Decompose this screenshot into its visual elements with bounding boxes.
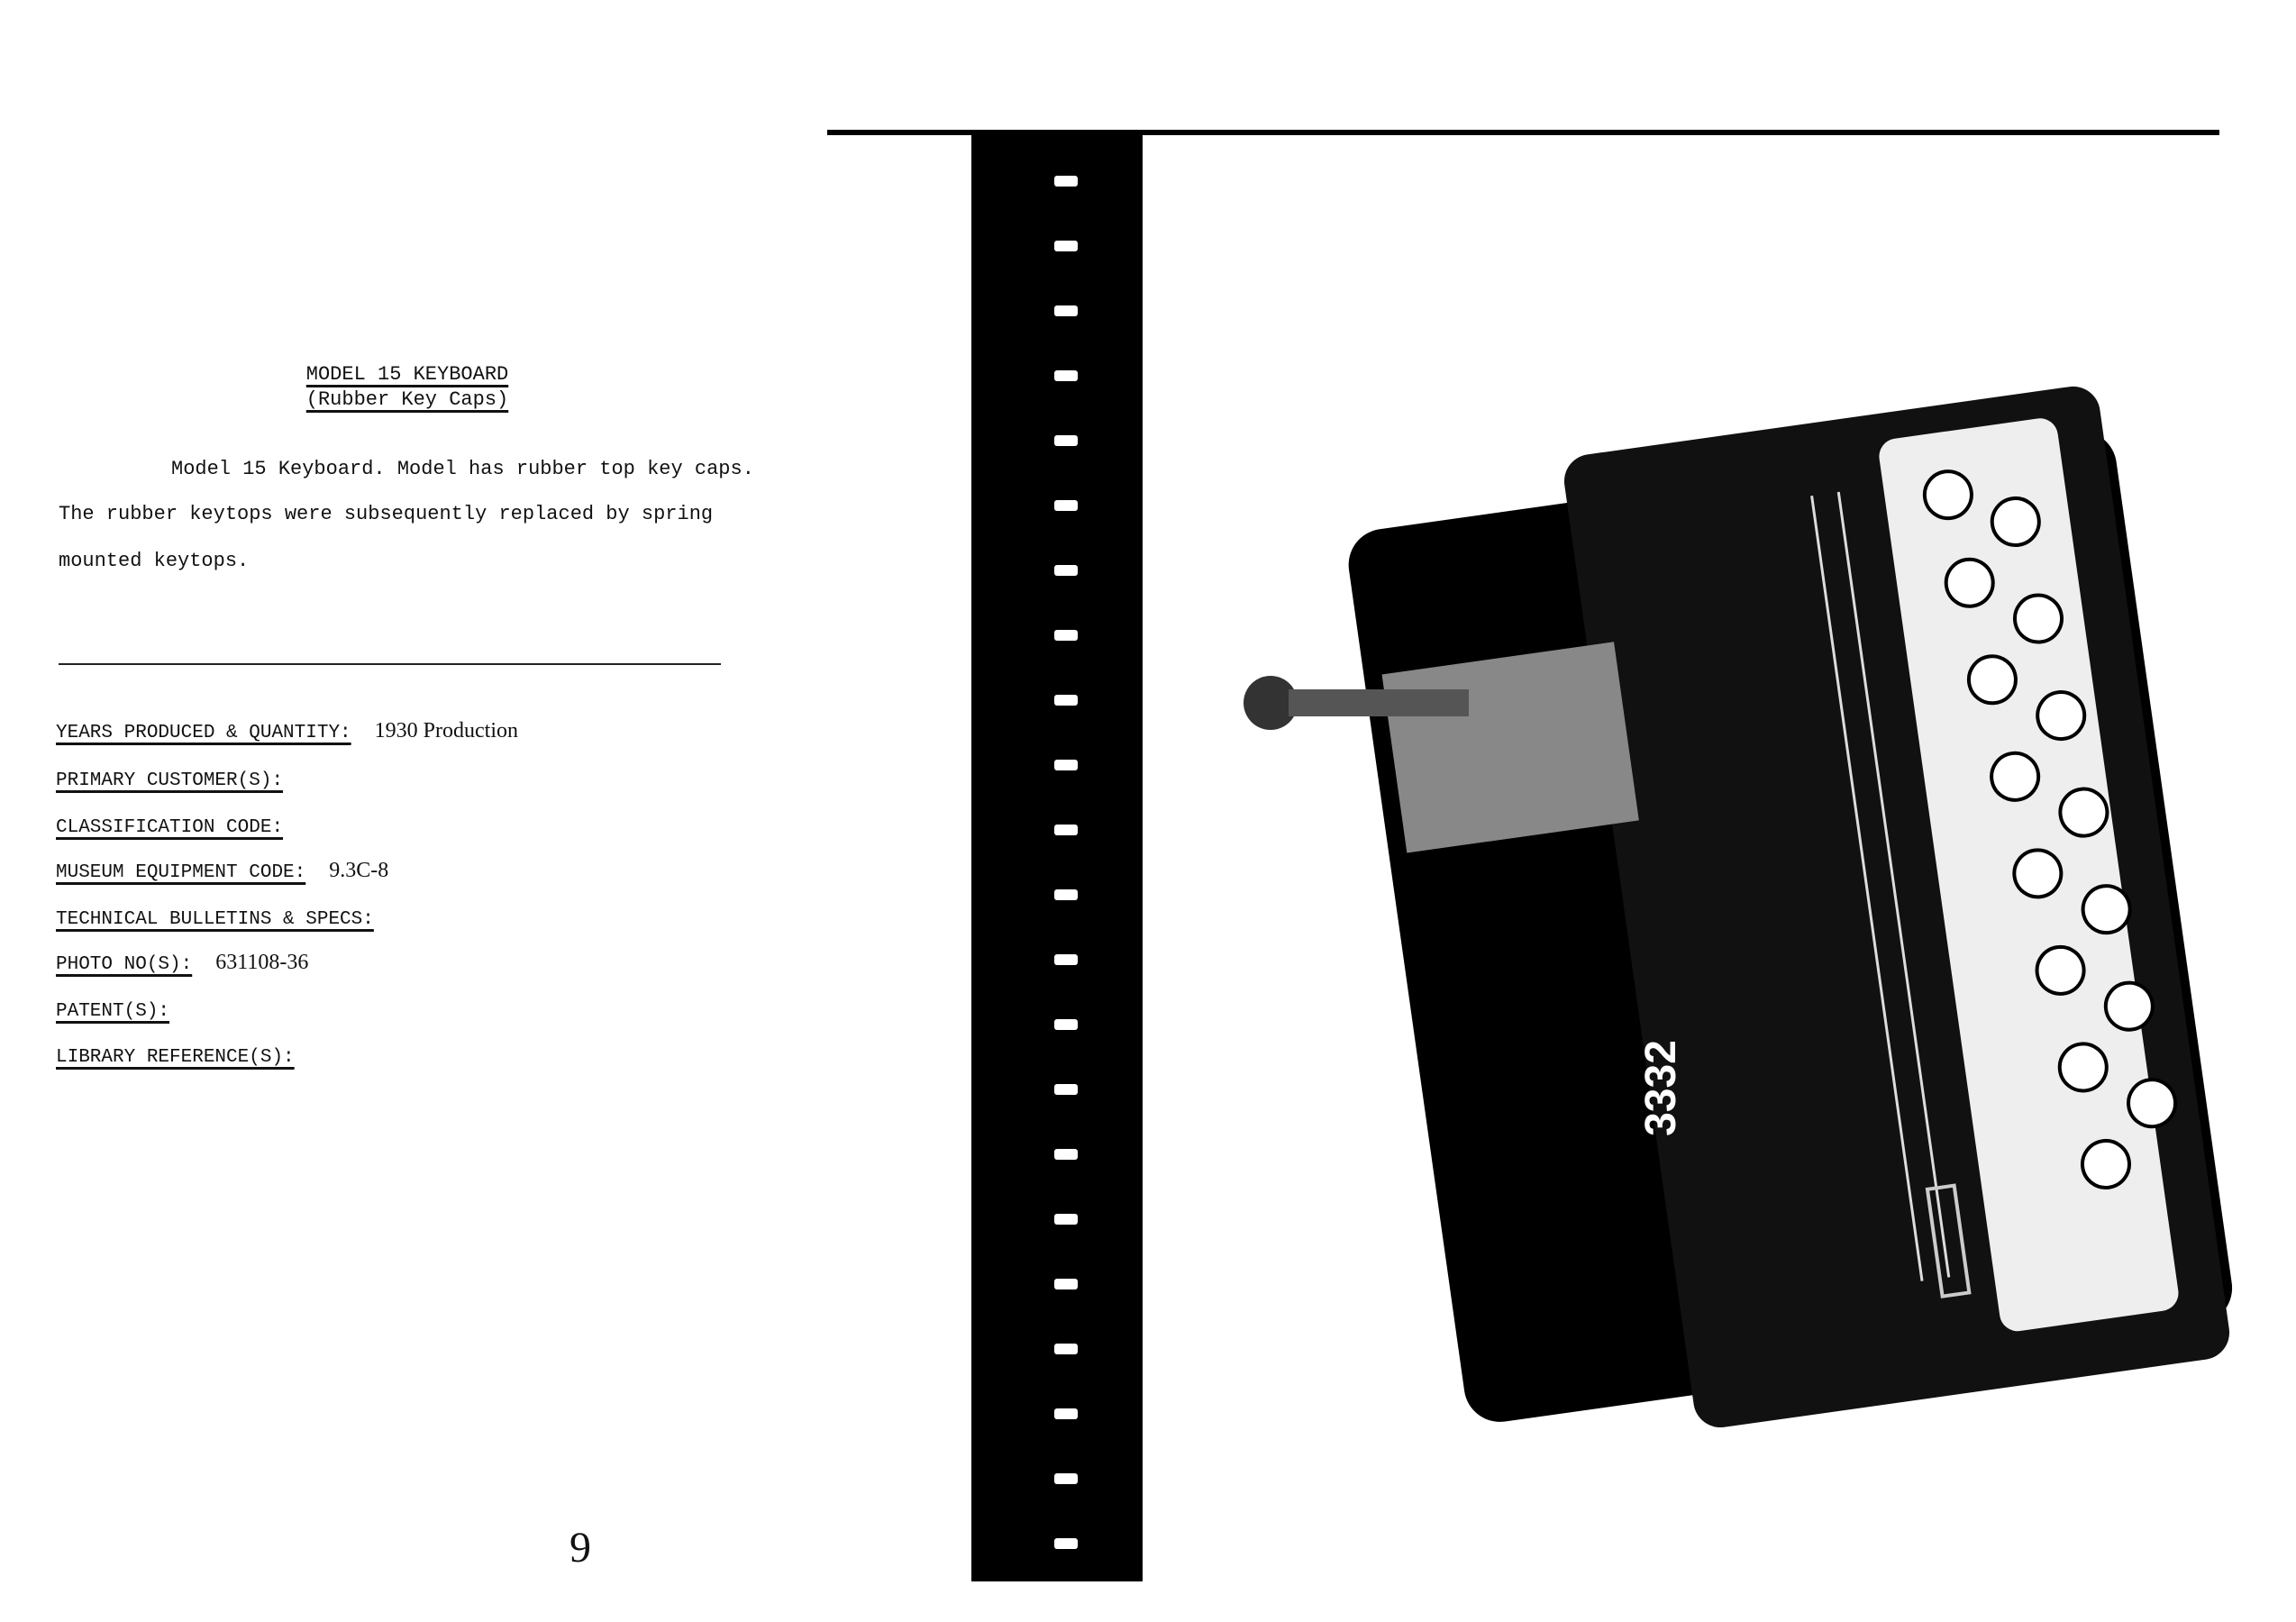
field-library-references: LIBRARY REFERENCE(S): xyxy=(56,1043,318,1068)
page-number: 9 xyxy=(569,1524,591,1572)
film-sprocket-hole xyxy=(1054,1408,1078,1419)
field-classification-code: CLASSIFICATION CODE: xyxy=(56,814,306,838)
description-line-2: The rubber keytops were subsequently rep… xyxy=(59,503,714,525)
film-strip xyxy=(971,135,1143,1581)
film-sprocket-hole xyxy=(1054,176,1078,187)
film-sprocket-hole xyxy=(1054,825,1078,835)
film-sprocket-hole xyxy=(1054,889,1078,900)
film-sprocket-hole xyxy=(1054,241,1078,251)
field-years-produced: YEARS PRODUCED & QUANTITY: 1930 Productio… xyxy=(56,719,518,743)
film-sprocket-hole xyxy=(1054,1279,1078,1289)
film-sprocket-hole xyxy=(1054,1019,1078,1030)
field-photo-numbers: PHOTO NO(S): 631108-36 xyxy=(56,951,308,975)
film-sprocket-hole xyxy=(1054,565,1078,576)
film-sprocket-hole xyxy=(1054,305,1078,316)
title-line-2: (Rubber Key Caps) xyxy=(305,388,509,411)
film-sprocket-hole xyxy=(1054,1084,1078,1095)
field-label: YEARS PRODUCED & QUANTITY: xyxy=(56,723,351,743)
description-line-3: mounted keytops. xyxy=(59,550,250,572)
field-label: MUSEUM EQUIPMENT CODE: xyxy=(56,862,306,883)
film-sprocket-hole xyxy=(1054,1538,1078,1549)
film-sprocket-hole xyxy=(1054,954,1078,965)
film-sprocket-hole xyxy=(1054,630,1078,641)
field-value: 631108-36 xyxy=(215,951,309,974)
film-sprocket-hole xyxy=(1054,370,1078,381)
photo-top-border xyxy=(827,130,2219,135)
field-patents: PATENT(S): xyxy=(56,998,193,1022)
field-label: PHOTO NO(S): xyxy=(56,954,193,975)
film-sprocket-hole xyxy=(1054,500,1078,511)
film-sprocket-hole xyxy=(1054,1473,1078,1484)
typewriter-keyboard-photo xyxy=(1244,386,2233,1428)
divider-rule xyxy=(59,663,721,665)
field-value: 9.3C-8 xyxy=(329,859,389,882)
film-sprocket-hole xyxy=(1054,435,1078,446)
film-sprocket-hole xyxy=(1054,695,1078,706)
field-technical-bulletins: TECHNICAL BULLETINS & SPECS: xyxy=(56,906,397,930)
document-title: MODEL 15 KEYBOARD (Rubber Key Caps) xyxy=(0,362,815,413)
field-label: PATENT(S): xyxy=(56,1001,170,1022)
field-museum-equipment-code: MUSEUM EQUIPMENT CODE: 9.3C-8 xyxy=(56,859,388,883)
field-label: PRIMARY CUSTOMER(S): xyxy=(56,770,284,791)
film-sprocket-hole xyxy=(1054,760,1078,770)
field-label: LIBRARY REFERENCE(S): xyxy=(56,1047,295,1068)
machine-number: 3332 xyxy=(1636,1040,1685,1136)
field-label: TECHNICAL BULLETINS & SPECS: xyxy=(56,909,374,930)
title-line-1: MODEL 15 KEYBOARD xyxy=(305,363,509,386)
film-sprocket-hole xyxy=(1054,1214,1078,1225)
film-sprocket-hole xyxy=(1054,1149,1078,1160)
field-label: CLASSIFICATION CODE: xyxy=(56,817,284,838)
field-value: 1930 Production xyxy=(374,719,518,743)
film-sprocket-hole xyxy=(1054,1344,1078,1354)
description-line-1: Model 15 Keyboard. Model has rubber top … xyxy=(171,458,754,480)
field-primary-customers: PRIMARY CUSTOMER(S): xyxy=(56,767,306,791)
